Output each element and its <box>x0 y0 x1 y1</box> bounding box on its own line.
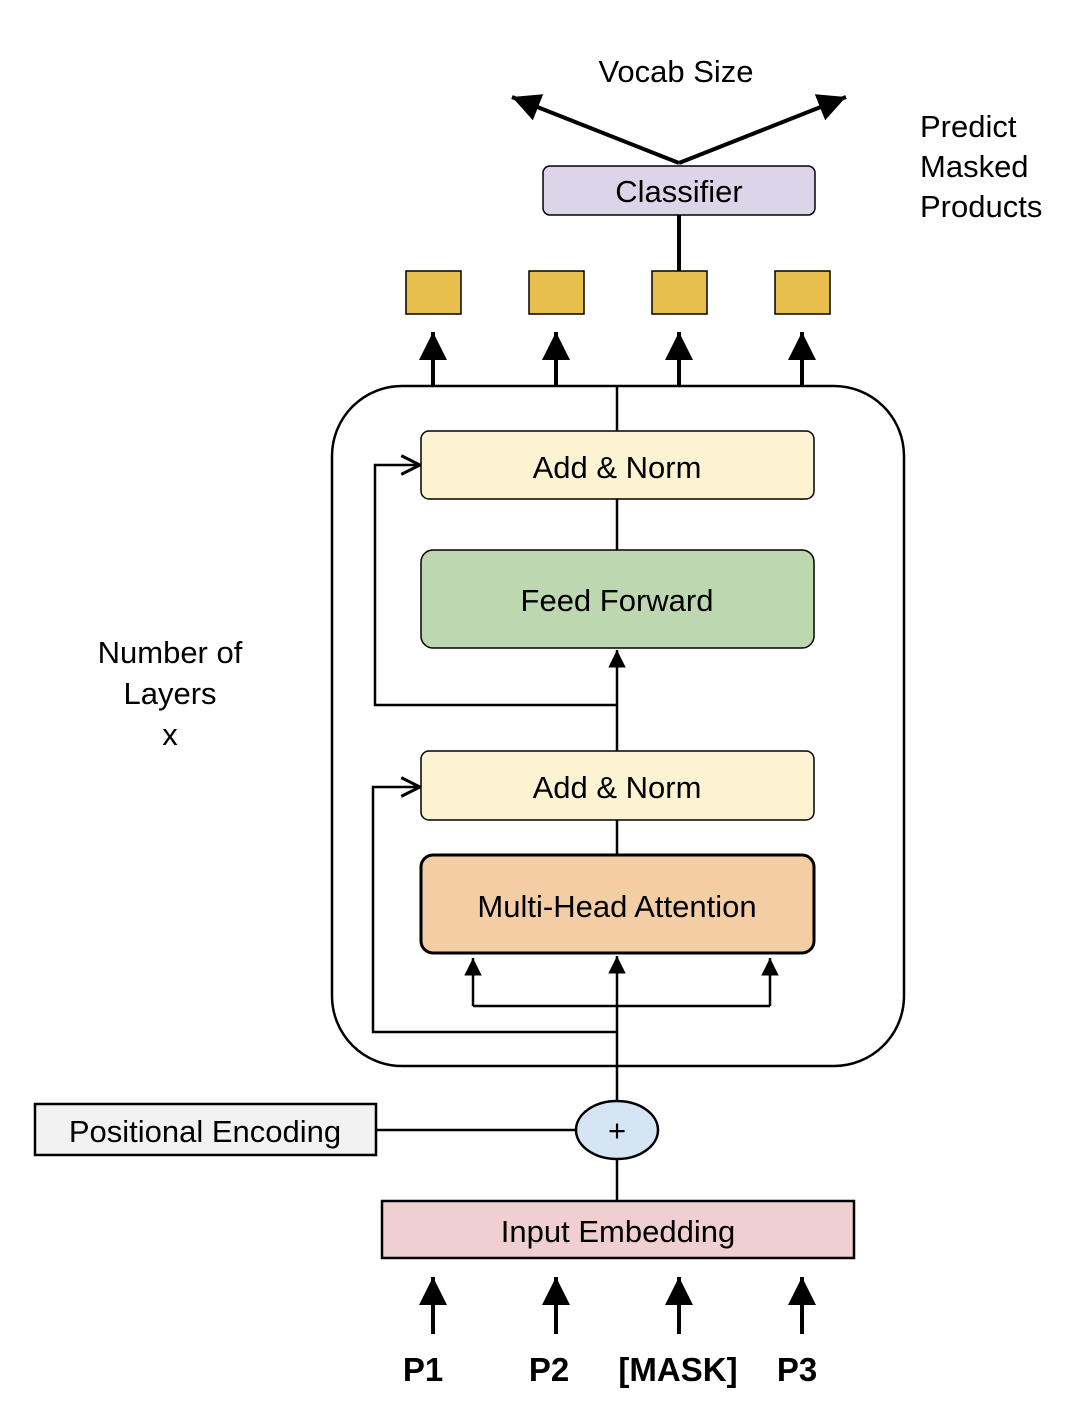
multi-head-attention-block: Multi-Head Attention <box>419 853 816 955</box>
svg-text:Layers: Layers <box>123 676 216 711</box>
input-token-p2: P2 <box>529 1351 569 1388</box>
add-norm-bottom-block: Add & Norm <box>420 750 815 821</box>
add-norm-top-block: Add & Norm <box>420 430 815 500</box>
positional-encoding-block: Positional Encoding <box>33 1102 378 1157</box>
input-embedding-label: Input Embedding <box>501 1214 735 1249</box>
vocab-arrows <box>511 94 847 165</box>
output-token-3 <box>651 270 708 315</box>
svg-text:x: x <box>162 717 178 752</box>
input-embedding-block: Input Embedding <box>380 1199 856 1260</box>
output-tokens <box>405 270 831 315</box>
input-token-mask: [MASK] <box>618 1351 737 1388</box>
vocab-size-label: Vocab Size <box>598 54 753 89</box>
feed-forward-block: Feed Forward <box>420 549 815 649</box>
classifier-block: Classifier <box>542 165 816 216</box>
input-token-p1: P1 <box>403 1351 443 1388</box>
multi-head-attention-label: Multi-Head Attention <box>477 889 756 924</box>
output-token-2 <box>528 270 585 315</box>
positional-encoding-label: Positional Encoding <box>69 1114 341 1149</box>
output-arrows <box>419 332 816 386</box>
encoder-connectors <box>371 386 779 1100</box>
feed-forward-label: Feed Forward <box>521 583 714 618</box>
plus-node: + <box>574 1099 660 1161</box>
add-norm-top-label: Add & Norm <box>533 450 702 485</box>
svg-text:Number of: Number of <box>98 635 243 670</box>
predict-masked-products-note: Predict Masked Products <box>920 109 1042 224</box>
input-token-p3: P3 <box>777 1351 817 1388</box>
output-token-1 <box>405 270 462 315</box>
output-token-4 <box>774 270 831 315</box>
plus-sign: + <box>608 1113 626 1148</box>
classifier-label: Classifier <box>615 174 742 209</box>
svg-text:Masked: Masked <box>920 149 1029 184</box>
svg-text:Products: Products <box>920 189 1042 224</box>
input-arrows <box>419 1277 816 1334</box>
input-tokens: P1 P2 [MASK] P3 <box>403 1351 817 1388</box>
add-norm-bottom-label: Add & Norm <box>533 770 702 805</box>
number-of-layers-note: Number of Layers x <box>98 635 243 752</box>
svg-text:Predict: Predict <box>920 109 1017 144</box>
